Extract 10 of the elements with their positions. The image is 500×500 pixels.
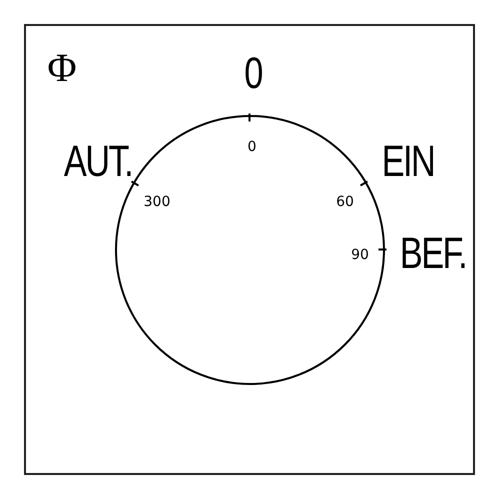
angle-value: 90 (351, 248, 369, 262)
phase-symbol: Φ (47, 48, 77, 88)
angle-value: 60 (336, 195, 354, 209)
position-label: EIN (382, 140, 434, 184)
angle-value: 300 (144, 195, 170, 209)
angle-value: 0 (248, 140, 256, 154)
position-label: AUT. (64, 140, 132, 184)
position-label: BEF. (400, 232, 466, 276)
faceplate-frame (24, 24, 475, 475)
position-label: 0 (244, 52, 262, 96)
